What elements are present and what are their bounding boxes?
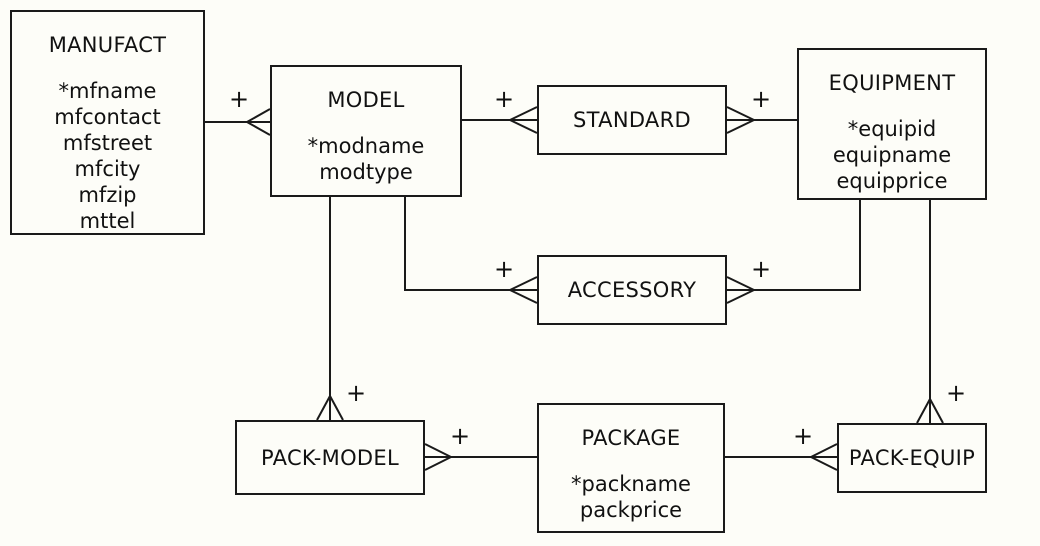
entity-standard: STANDARD: [537, 85, 727, 155]
entity-manufact-attributes: *mfname mfcontact mfstreet mfcity mfzip …: [54, 78, 160, 234]
entity-model-attributes: *modname modtype: [308, 133, 425, 185]
attribute: packprice: [579, 498, 683, 522]
attribute: mfstreet: [62, 131, 153, 155]
crow-foot-icon: [509, 106, 538, 134]
cardinality-plus: +: [793, 422, 813, 450]
connector-line: [404, 197, 510, 291]
entity-accessory-title: ACCESSORY: [567, 278, 697, 302]
connector-line: [754, 200, 861, 291]
entity-equipment-attributes: *equipid equipname equipprice: [833, 116, 951, 194]
entity-pack-model: PACK-MODEL: [235, 420, 425, 495]
connector-standard-equipment: +: [726, 85, 797, 134]
connector-model-standard: +: [462, 85, 538, 134]
attribute: modtype: [319, 160, 413, 184]
attribute: equipname: [832, 143, 952, 167]
entity-accessory: ACCESSORY: [537, 255, 727, 325]
entity-equipment-title: EQUIPMENT: [828, 71, 956, 95]
entity-manufact-title: MANUFACT: [48, 33, 167, 57]
entity-manufact: MANUFACT *mfname mfcontact mfstreet mfci…: [10, 10, 205, 235]
cardinality-plus: +: [751, 85, 771, 113]
crow-foot-icon: [246, 108, 271, 136]
cardinality-plus: +: [494, 255, 514, 283]
crow-foot-icon: [726, 276, 755, 304]
entity-standard-title: STANDARD: [573, 108, 691, 132]
connector-manufact-model: +: [205, 85, 271, 136]
cardinality-plus: +: [229, 85, 249, 113]
entity-model-title: MODEL: [327, 88, 405, 112]
connector-accessory-equipment: +: [726, 200, 861, 304]
entity-pack-equip-title: PACK-EQUIP: [848, 446, 976, 470]
connector-packmodel-package: +: [424, 422, 537, 471]
crow-foot-icon: [424, 443, 452, 471]
entity-package-title: PACKAGE: [581, 426, 681, 450]
entity-model: MODEL *modname modtype: [270, 65, 462, 197]
crow-foot-icon: [316, 395, 344, 421]
cardinality-plus: +: [450, 422, 470, 450]
attribute: mttel: [79, 209, 136, 233]
attribute: *equipid: [847, 117, 937, 141]
attribute: *modname: [307, 134, 425, 158]
entity-pack-model-title: PACK-MODEL: [261, 445, 399, 470]
cardinality-plus: +: [346, 379, 366, 407]
attribute: equipprice: [836, 169, 948, 193]
entity-equipment: EQUIPMENT *equipid equipname equipprice: [797, 48, 987, 200]
attribute: mfcity: [74, 157, 141, 181]
connector-equipment-packequip: +: [916, 200, 966, 424]
connector-package-packequip: +: [725, 422, 838, 471]
crow-foot-icon: [810, 443, 838, 471]
cardinality-plus: +: [494, 85, 514, 113]
attribute: *packname: [571, 472, 691, 496]
entity-package-attributes: *packname packprice: [571, 471, 691, 523]
connector-model-accessory: +: [404, 197, 538, 304]
cardinality-plus: +: [751, 255, 771, 283]
crow-foot-icon: [726, 106, 755, 134]
entity-pack-equip: PACK-EQUIP: [837, 423, 987, 493]
attribute: mfcontact: [54, 105, 161, 129]
entity-package: PACKAGE *packname packprice: [537, 403, 725, 533]
cardinality-plus: +: [946, 379, 966, 407]
attribute: *mfname: [58, 79, 157, 103]
attribute: mfzip: [78, 183, 137, 207]
crow-foot-icon: [916, 398, 944, 424]
crow-foot-icon: [509, 276, 538, 304]
connector-model-packmodel: +: [316, 197, 366, 421]
